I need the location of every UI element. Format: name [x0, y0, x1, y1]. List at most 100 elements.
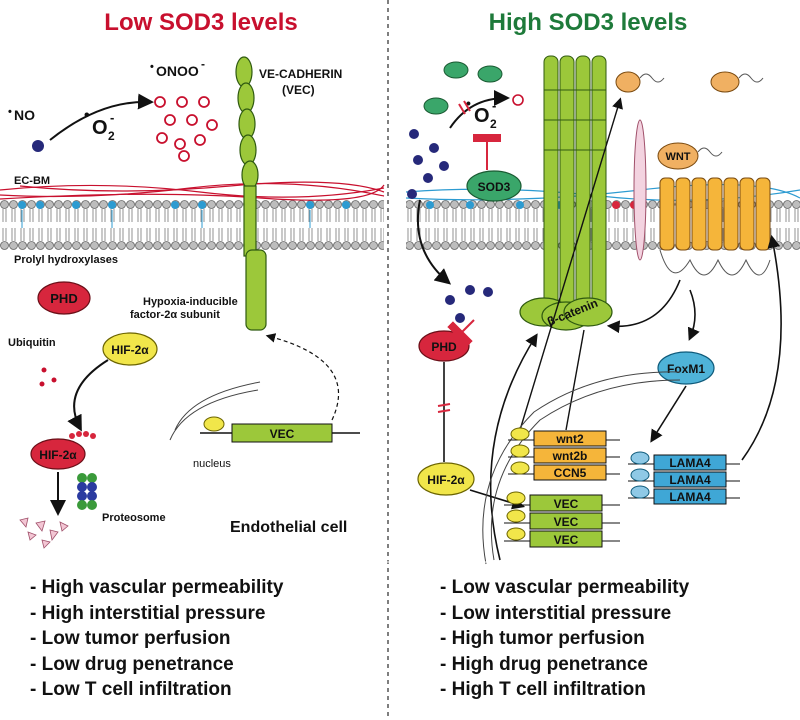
wnt-ligand-2: [710, 71, 740, 93]
right-outcome: - High tumor perfusion: [440, 628, 645, 649]
no-label: NO: [14, 107, 35, 123]
ec-bm-fibers: [0, 181, 385, 201]
wnt-label: WNT: [665, 151, 690, 163]
no-inhibits-phd: [447, 319, 475, 347]
left-title: Low SOD3 levels: [104, 9, 297, 36]
ubiquitin-label: Ubiquitin: [8, 337, 56, 349]
vec-expression-arrow: [265, 333, 340, 421]
hif-label-right: HIF-2α: [427, 473, 465, 487]
right-outcome: - High drug penetrance: [440, 653, 648, 675]
vec-gene-label-left: VEC: [270, 427, 295, 441]
left-outcome: - High vascular permeability: [30, 577, 284, 598]
phd-label-left: PHD: [50, 291, 77, 306]
left-outcome: - Low tumor perfusion: [30, 628, 231, 649]
proteosome-label: Proteosome: [102, 512, 166, 524]
gene-wnt2: wnt2: [555, 432, 584, 446]
ve-cadherin-label: VE-CADHERIN: [259, 67, 342, 81]
ubiquitin-chain: [69, 431, 96, 439]
superoxide-dot-right: •: [466, 95, 471, 111]
foxm1-to-lama4-arrow: [650, 385, 687, 443]
no-dot: •: [8, 106, 12, 118]
left-outcome: - High interstitial pressure: [30, 602, 266, 624]
superoxide-sup-right: -: [492, 98, 496, 113]
gene-wnt2b: wnt2b: [552, 449, 588, 463]
superoxide-label-right: O: [474, 105, 490, 127]
nucleus-membrane-left: [174, 381, 261, 431]
phd-block-mark-1: [437, 403, 451, 407]
sod3-extracellular: [423, 61, 503, 115]
gene-ccn5: CCN5: [554, 466, 587, 480]
nucleus-membrane-left-inner: [169, 389, 259, 441]
superoxide-sub: 2: [108, 129, 115, 143]
gene-lama4-2: LAMA4: [669, 473, 711, 487]
hif-node-left: [102, 332, 158, 366]
superoxide-sub-right: 2: [490, 117, 497, 131]
left-outcome: - Low T cell infiltration: [30, 679, 232, 700]
left-cell-membrane: [0, 200, 384, 250]
vec-upward-arrow: [489, 333, 538, 561]
left-outcome: - Low drug penetrance: [30, 653, 234, 675]
lama4-gene-group: [628, 451, 740, 505]
block-mark-1: [458, 103, 466, 115]
catenin-upward-arrow: [519, 97, 623, 431]
superoxide-sup: -: [110, 110, 114, 125]
ubiquitin-dots: [39, 367, 57, 387]
nucleus-membrane-right: [490, 379, 681, 561]
wnt-ligand-3: [657, 142, 699, 170]
receptor-transmembrane: [633, 119, 647, 261]
gene-lama4-3: LAMA4: [669, 490, 711, 504]
hif-ubiquitinated-node: [30, 438, 86, 470]
no-molecule: [32, 140, 44, 152]
degraded-fragments: [19, 517, 69, 549]
gene-vec-3: VEC: [554, 533, 579, 547]
superoxide-dot: •: [84, 107, 90, 124]
nucleus-membrane-right-inner: [482, 371, 681, 565]
sod3-label: SOD3: [478, 180, 511, 194]
vec-gene-group: [504, 491, 620, 548]
superoxide-label: O: [92, 117, 108, 139]
vec-gene-left: [231, 423, 333, 443]
peroxynitrite-dot: •: [150, 61, 154, 73]
gene-lama4-1: LAMA4: [669, 456, 711, 470]
wnt-to-foxm1-arrow: [687, 289, 700, 341]
lama4-to-membrane-arrow: [741, 234, 782, 461]
wnt-ligand-1: [615, 71, 641, 93]
hif-desc-line1: Hypoxia-inducible: [143, 296, 238, 308]
right-title: High SOD3 levels: [489, 9, 688, 36]
block-mark-2: [463, 100, 471, 112]
sod3-node: [466, 170, 522, 202]
no-molecules-right: [407, 129, 493, 323]
hif-label-left: HIF-2α: [111, 343, 149, 357]
proteosome: [77, 473, 97, 510]
no-to-peroxynitrite-arrow: [49, 93, 154, 141]
wnt-gene-group: [508, 427, 620, 481]
right-outcome: - Low interstitial pressure: [440, 602, 672, 624]
wnt-to-catenin-arrow: [606, 279, 681, 334]
no-transport-arrow: [416, 199, 452, 285]
ec-bm-label: EC-BM: [14, 175, 50, 187]
right-outcomes-list: - Low vascular permeability - Low inters…: [440, 575, 689, 703]
peroxynitrite-circles: [154, 96, 218, 162]
foxm1-node: [657, 351, 715, 385]
hif-to-ubiquitination-arrow: [67, 359, 109, 432]
gene-vec-2: VEC: [554, 515, 579, 529]
beta-catenin-complex: [519, 297, 613, 331]
catenin-to-nucleus-line: [565, 329, 585, 431]
peroxynitrite-sup: -: [201, 57, 205, 71]
right-outcome: - High T cell infiltration: [440, 679, 646, 700]
promoter-left: [203, 416, 225, 432]
phd-block-mark-2: [437, 409, 451, 413]
vec-abbrev-label: (VEC): [282, 83, 315, 97]
phd-label-right: PHD: [431, 340, 457, 354]
peroxynitrite-label: ONOO: [156, 63, 199, 79]
endothelial-cell-label: Endothelial cell: [230, 519, 347, 536]
phd-node-left: [37, 281, 91, 315]
blocked-superoxide-arrow: [449, 90, 510, 129]
prolyl-hydroxylases-label: Prolyl hydroxylases: [14, 254, 118, 266]
right-outcome: - Low vascular permeability: [440, 577, 690, 598]
foxm1-label: FoxM1: [667, 362, 705, 376]
ve-cadherin-cluster: [543, 55, 607, 317]
hif-desc-line2: factor-2α subunit: [130, 309, 220, 321]
frizzled-receptor: [659, 177, 771, 276]
